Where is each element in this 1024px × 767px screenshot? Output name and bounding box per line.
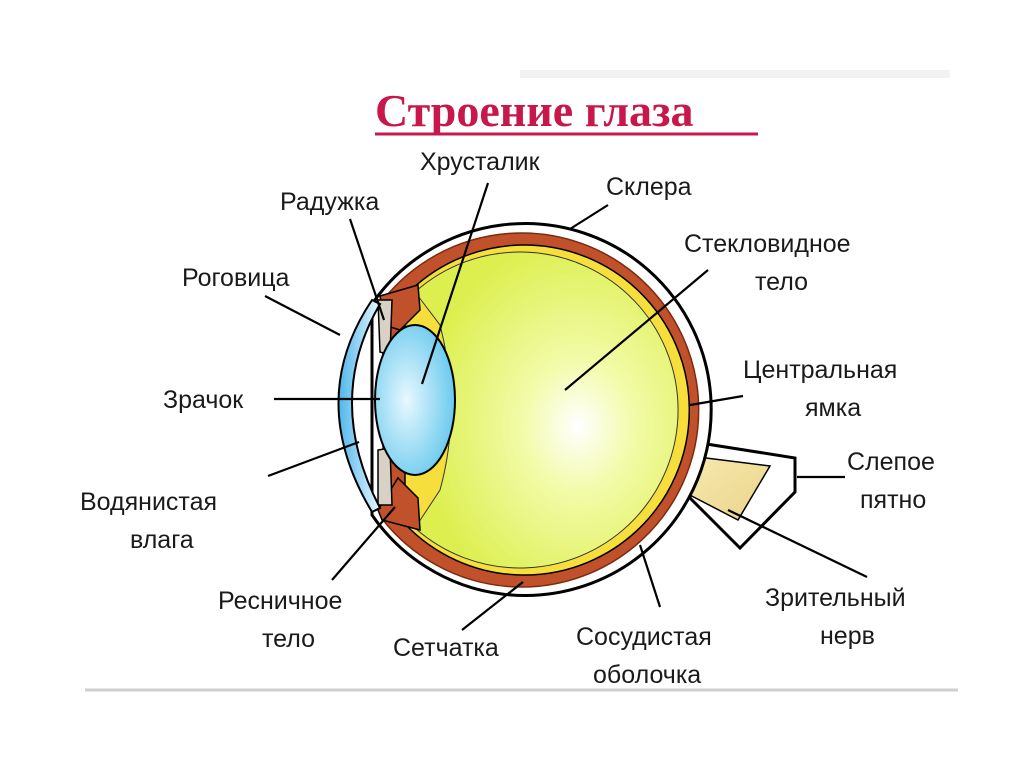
labels: Хрусталик Склера Радужка Стекловидное те… (80, 148, 935, 689)
diagram-title: Строение глаза (375, 85, 694, 136)
label-choroid-line1: Сосудистая (576, 623, 712, 651)
label-sclera: Склера (606, 173, 692, 201)
label-vitreous-line1: Стекловидное (684, 230, 851, 258)
header-band (520, 70, 950, 78)
label-blind-spot-line2: пятно (860, 486, 926, 514)
label-optic-nerve-line2: нерв (820, 622, 875, 650)
leader-ciliary (331, 506, 396, 581)
leader-cornea (264, 295, 341, 336)
label-aqueous-line1: Водянистая (80, 488, 217, 516)
cornea (337, 298, 382, 514)
label-blind-spot-line1: Слепое (847, 448, 935, 476)
label-lens: Хрусталик (420, 148, 541, 176)
label-vitreous-line2: тело (755, 268, 808, 296)
label-choroid-line2: оболочка (593, 661, 701, 689)
leader-fovea (689, 394, 744, 407)
leader-sclera (569, 204, 609, 230)
leader-retina (461, 581, 524, 631)
label-aqueous-line2: влага (130, 526, 194, 554)
lens (374, 324, 456, 476)
vitreous-body (414, 251, 679, 569)
label-ciliary-line2: тело (262, 625, 315, 653)
label-fovea-line2: ямка (805, 394, 861, 422)
label-retina: Сетчатка (393, 634, 499, 662)
eye-illustration (337, 222, 797, 597)
label-cornea: Роговица (182, 264, 290, 292)
leader-vitreous (564, 269, 709, 391)
leader-iris (348, 218, 386, 321)
leader-choroid (638, 544, 662, 608)
label-fovea-line1: Центральная (743, 356, 897, 384)
ciliary-body-lower (377, 476, 421, 531)
leader-optic-nerve (727, 509, 868, 578)
leader-aqueous (267, 440, 360, 478)
label-pupil: Зрачок (163, 386, 244, 414)
label-ciliary-line1: Ресничное (218, 587, 342, 615)
leader-lens (420, 182, 490, 385)
leader-lines (264, 182, 868, 631)
label-iris: Радужка (280, 188, 379, 216)
label-optic-nerve-line1: Зрительный (765, 584, 906, 612)
